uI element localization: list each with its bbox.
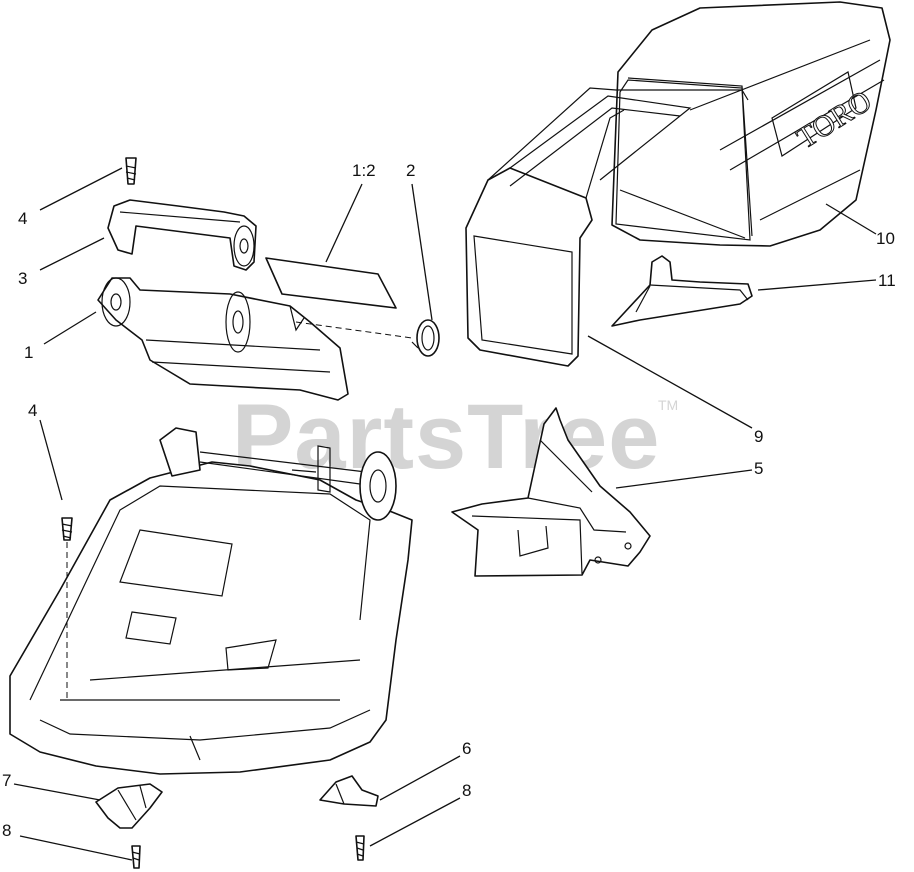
callout-5: 5 — [754, 459, 763, 478]
callout-2: 2 — [406, 161, 415, 180]
part-handle-housing[interactable] — [97, 277, 349, 401]
part-screw-top[interactable] — [125, 157, 137, 185]
callout-labels: 4 3 1 1:2 2 10 11 9 5 4 6 8 7 8 — [2, 161, 896, 840]
part-spring[interactable] — [411, 319, 440, 357]
part-side-clip[interactable] — [319, 775, 379, 807]
part-screw-deck[interactable] — [61, 517, 73, 541]
part-grass-bag[interactable]: TORO — [611, 1, 891, 247]
part-deflector-clip[interactable] — [611, 255, 753, 327]
callout-3: 3 — [18, 269, 27, 288]
callout-11: 11 — [878, 271, 896, 290]
callout-9: 9 — [754, 427, 763, 446]
callout-1: 1 — [24, 343, 33, 362]
callout-8-center: 8 — [462, 781, 471, 800]
watermark: PartsTree TM — [232, 386, 678, 488]
callout-1-2: 1:2 — [352, 161, 376, 180]
part-screw-bottom-center[interactable] — [355, 835, 365, 861]
part-decal[interactable] — [265, 257, 397, 309]
part-screw-bottom-left[interactable] — [131, 845, 141, 869]
callout-8-left: 8 — [2, 821, 11, 840]
part-bag-frame[interactable] — [465, 79, 751, 367]
part-lower-clip[interactable] — [95, 783, 163, 829]
part-discharge-chute[interactable] — [451, 407, 651, 577]
callout-4-top: 4 — [18, 209, 27, 228]
part-mower-housing[interactable] — [9, 427, 413, 775]
callout-6: 6 — [462, 739, 471, 758]
leader-lines — [13, 167, 877, 861]
watermark-tm: TM — [658, 397, 678, 413]
watermark-text: PartsTree — [232, 386, 660, 488]
callout-10: 10 — [876, 229, 895, 248]
part-handle-bracket[interactable] — [107, 199, 257, 271]
callout-4-deck: 4 — [28, 401, 37, 420]
callout-7: 7 — [2, 771, 11, 790]
